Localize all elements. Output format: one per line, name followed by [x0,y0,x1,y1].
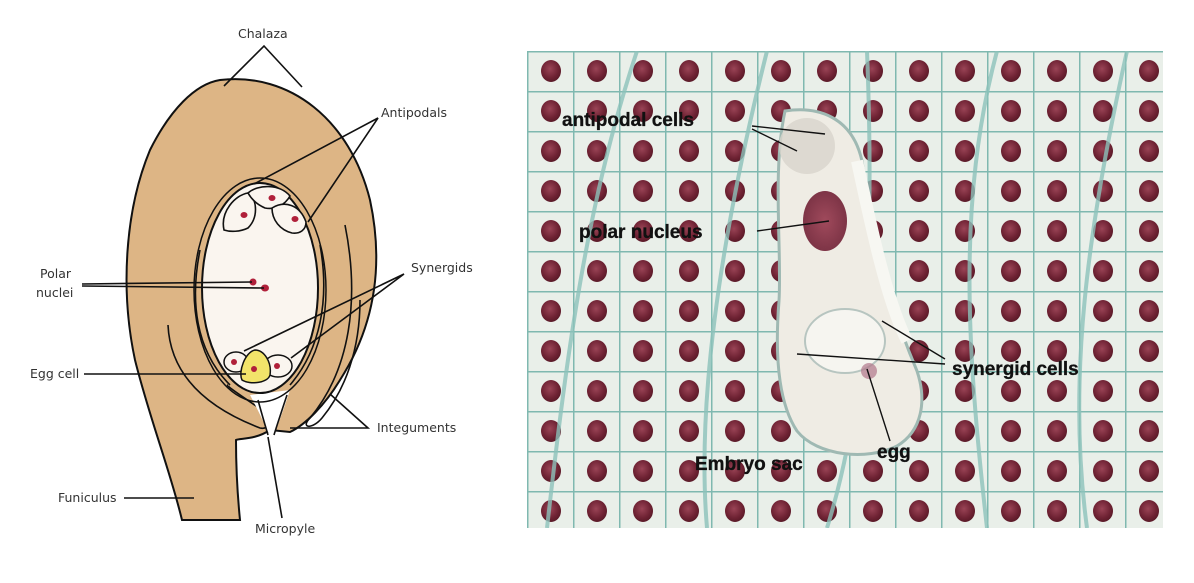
polar-nuclei [249,278,269,292]
label-synergid-cells: synergid cells [952,359,1079,380]
label-polar-nuclei-2: nuclei [36,285,73,300]
ovule-diagram: Chalaza Antipodals Polar nuclei Synergid… [0,0,500,578]
label-chalaza: Chalaza [238,26,288,41]
label-antipodal-cells: antipodal cells [562,110,694,131]
label-embryo-sac: Embryo sac [695,454,803,475]
micropyle-gap [250,390,290,432]
label-egg: egg [877,442,911,463]
inner-integument-left [194,249,231,386]
label-antipodals: Antipodals [381,105,447,120]
outer-integument-left [167,324,270,430]
label-polar-nucleus: polar nucleus [579,222,703,243]
embryo-sac-micrograph: antipodal cells polar nucleus synergid c… [527,51,1163,528]
micro-leader-lines [751,125,946,442]
label-funiculus: Funiculus [58,490,117,505]
label-synergids: Synergids [411,260,473,275]
leader-lines [81,44,405,519]
label-integuments: Integuments [377,420,456,435]
label-polar-nuclei-1: Polar [40,266,72,281]
egg-apparatus [223,349,293,384]
antipodal-cells [222,185,307,234]
inner-integument-right [289,244,325,386]
egg-cell-shape [240,349,272,384]
label-micropyle: Micropyle [255,521,315,536]
outer-integument-right [305,224,361,428]
label-egg-cell: Egg cell [30,366,79,381]
